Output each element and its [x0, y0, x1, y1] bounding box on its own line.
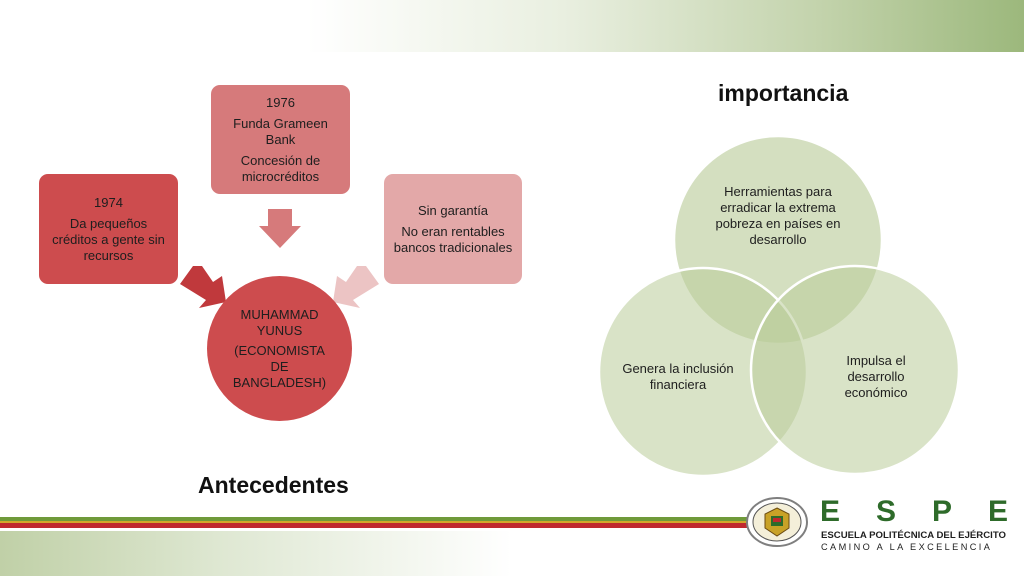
- brand-slogan: CAMINO A LA EXCELENCIA: [821, 542, 993, 552]
- node-1974-text: Da pequeños créditos a gente sin recurso…: [52, 215, 165, 263]
- header-gradient-band: [0, 0, 1024, 52]
- brand-letter: P: [931, 495, 952, 528]
- arrow-down-1976: [259, 209, 301, 248]
- espe-seal-logo: [746, 497, 808, 547]
- brand-institution-name: ESCUELA POLITÉCNICA DEL EJÉRCITO: [821, 530, 1006, 541]
- venn-label-right: Impulsa el desarrollo económico: [844, 353, 908, 400]
- venn-label-left: Genera la inclusión financiera: [622, 361, 734, 392]
- footer-stripe-gold: [0, 521, 760, 523]
- importancia-title: importancia: [718, 80, 849, 106]
- brand-letter: E: [820, 495, 841, 528]
- node-1974: 1974 Da pequeños créditos a gente sin re…: [39, 174, 178, 284]
- center-node-role: (ECONOMISTA DE BANGLADESH): [232, 342, 327, 390]
- venn-label-top: Herramientas para erradicar la extrema p…: [715, 184, 841, 247]
- brand-letter: S: [875, 495, 896, 528]
- arrow-diagonal-sin: [333, 266, 379, 308]
- brand-letter: E: [987, 495, 1008, 528]
- arrow-diagonal-1974: [180, 266, 226, 308]
- venn-circle-right: [749, 264, 961, 476]
- node-1976-text: Funda Grameen Bank: [233, 115, 328, 147]
- node-1976-subtext: Concesión de microcréditos: [240, 152, 321, 184]
- node-sin-garantia-text: No eran rentables bancos tradicionales: [393, 223, 513, 255]
- footer-gradient-band: [0, 531, 1024, 576]
- antecedentes-title: Antecedentes: [198, 472, 349, 498]
- center-node-yunus: MUHAMMAD YUNUS (ECONOMISTA DE BANGLADESH…: [207, 276, 352, 421]
- footer-stripe-red: [0, 523, 760, 528]
- node-1976: 1976 Funda Grameen Bank Concesión de mic…: [211, 85, 350, 194]
- node-1976-year: 1976: [266, 94, 295, 110]
- footer-stripe-green: [0, 517, 760, 521]
- node-sin-garantia-title: Sin garantía: [417, 202, 489, 218]
- brand-wordmark: E S P E: [820, 496, 1008, 528]
- node-1974-year: 1974: [94, 194, 123, 210]
- node-sin-garantia: Sin garantía No eran rentables bancos tr…: [384, 174, 522, 284]
- center-node-name: MUHAMMAD YUNUS: [240, 306, 319, 338]
